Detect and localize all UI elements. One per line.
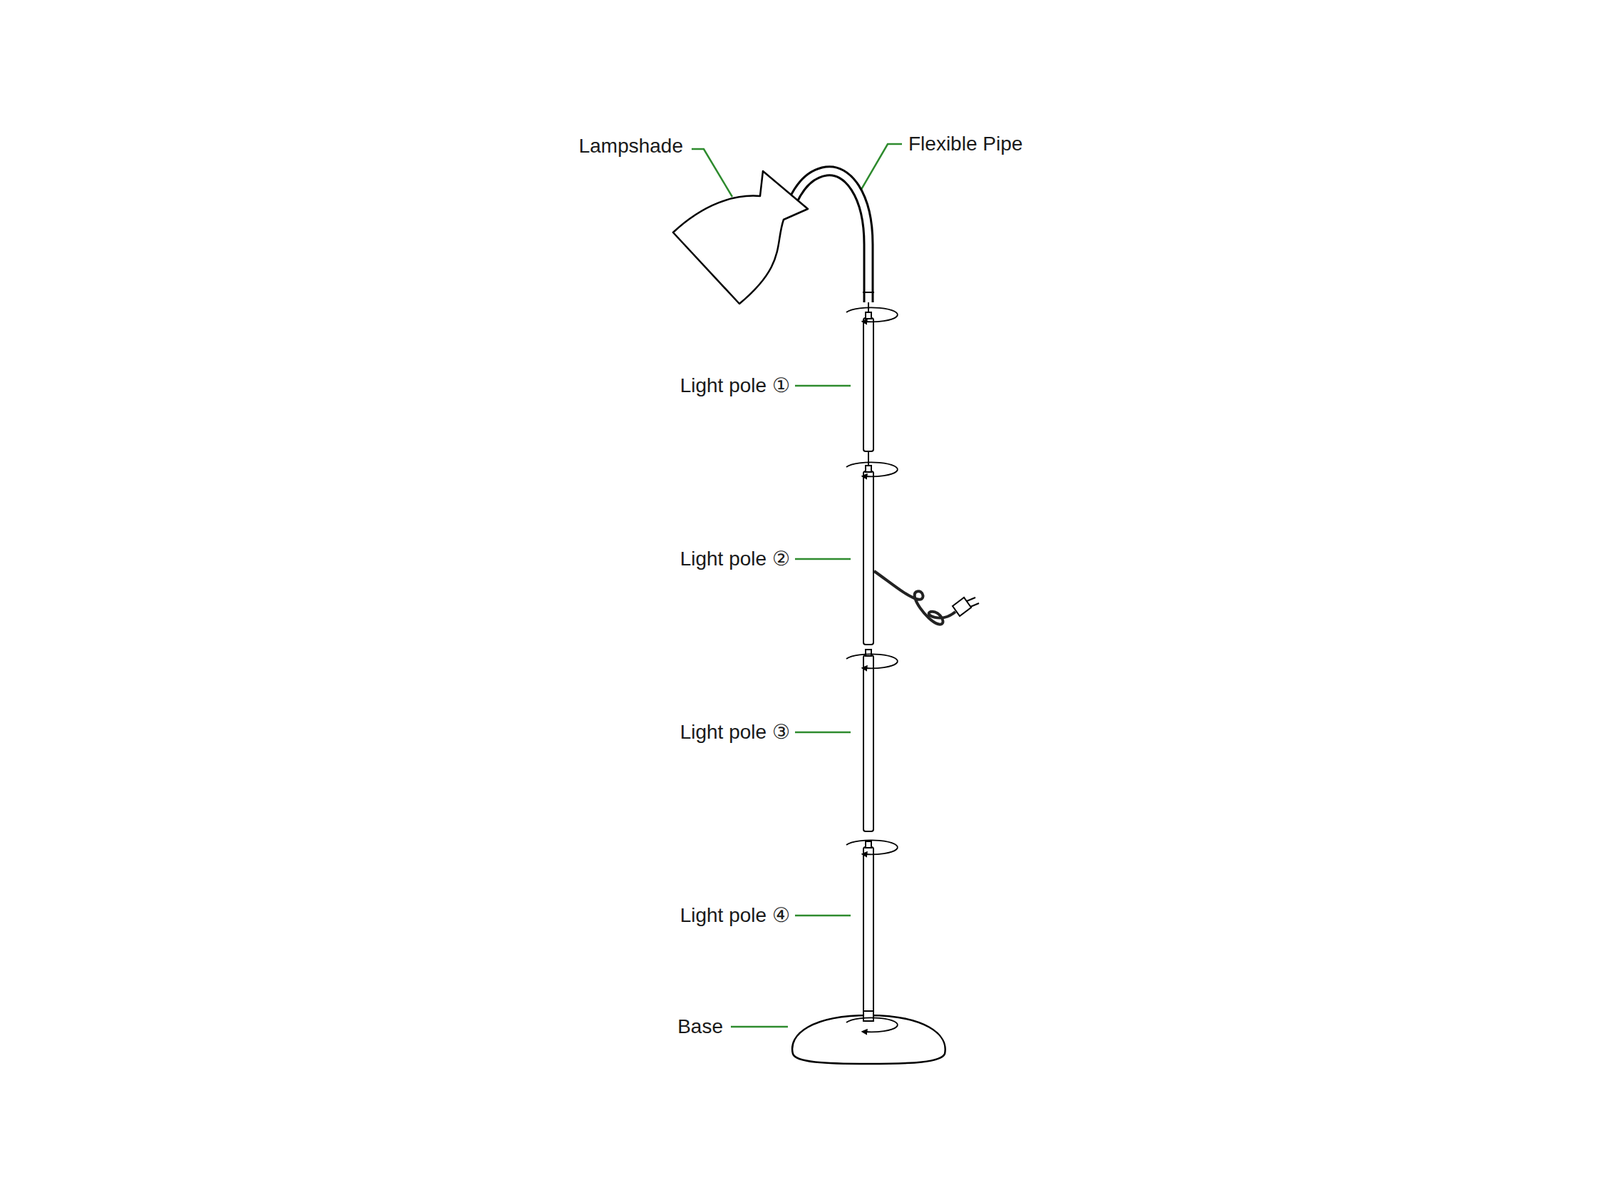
part-label: Light pole ④ xyxy=(680,903,791,928)
part-label: Lampshade xyxy=(578,134,684,159)
part-label: Light pole ① xyxy=(680,373,791,398)
part-label: Light pole ② xyxy=(680,546,791,572)
base xyxy=(792,1011,946,1064)
part-label: Light pole ③ xyxy=(680,720,791,745)
lampshade xyxy=(673,171,808,304)
rotation-arrows xyxy=(846,307,898,1032)
light-poles xyxy=(863,312,874,1021)
flexible-pipe xyxy=(792,171,875,315)
part-label: Flexible Pipe xyxy=(908,131,1023,157)
part-label: Base xyxy=(677,1014,723,1039)
power-cord xyxy=(874,571,979,625)
